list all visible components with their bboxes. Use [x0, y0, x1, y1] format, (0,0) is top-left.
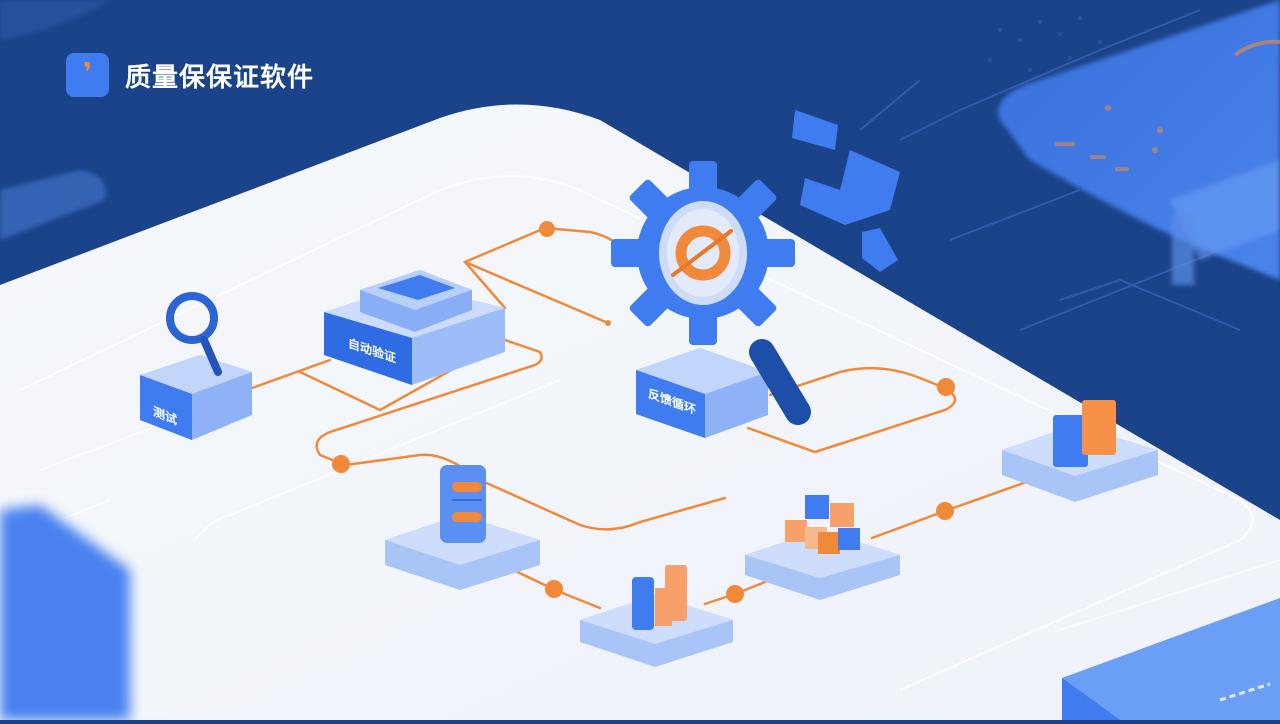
node-test	[140, 292, 252, 440]
node-modules	[745, 495, 900, 600]
page-title: 质量保保证软件	[125, 62, 315, 93]
node-feedback	[636, 348, 768, 438]
node-analytics	[580, 565, 733, 667]
app-logo: ❜	[66, 53, 109, 97]
wrench-decor	[792, 110, 900, 272]
node-document	[385, 465, 540, 590]
node-metrics	[1002, 400, 1158, 502]
brand-header: ❜ 质量保保证软件	[66, 52, 314, 98]
gear-magnifier	[611, 161, 811, 425]
quote-mark-icon: ❜	[82, 58, 92, 88]
node-automation	[324, 270, 505, 385]
